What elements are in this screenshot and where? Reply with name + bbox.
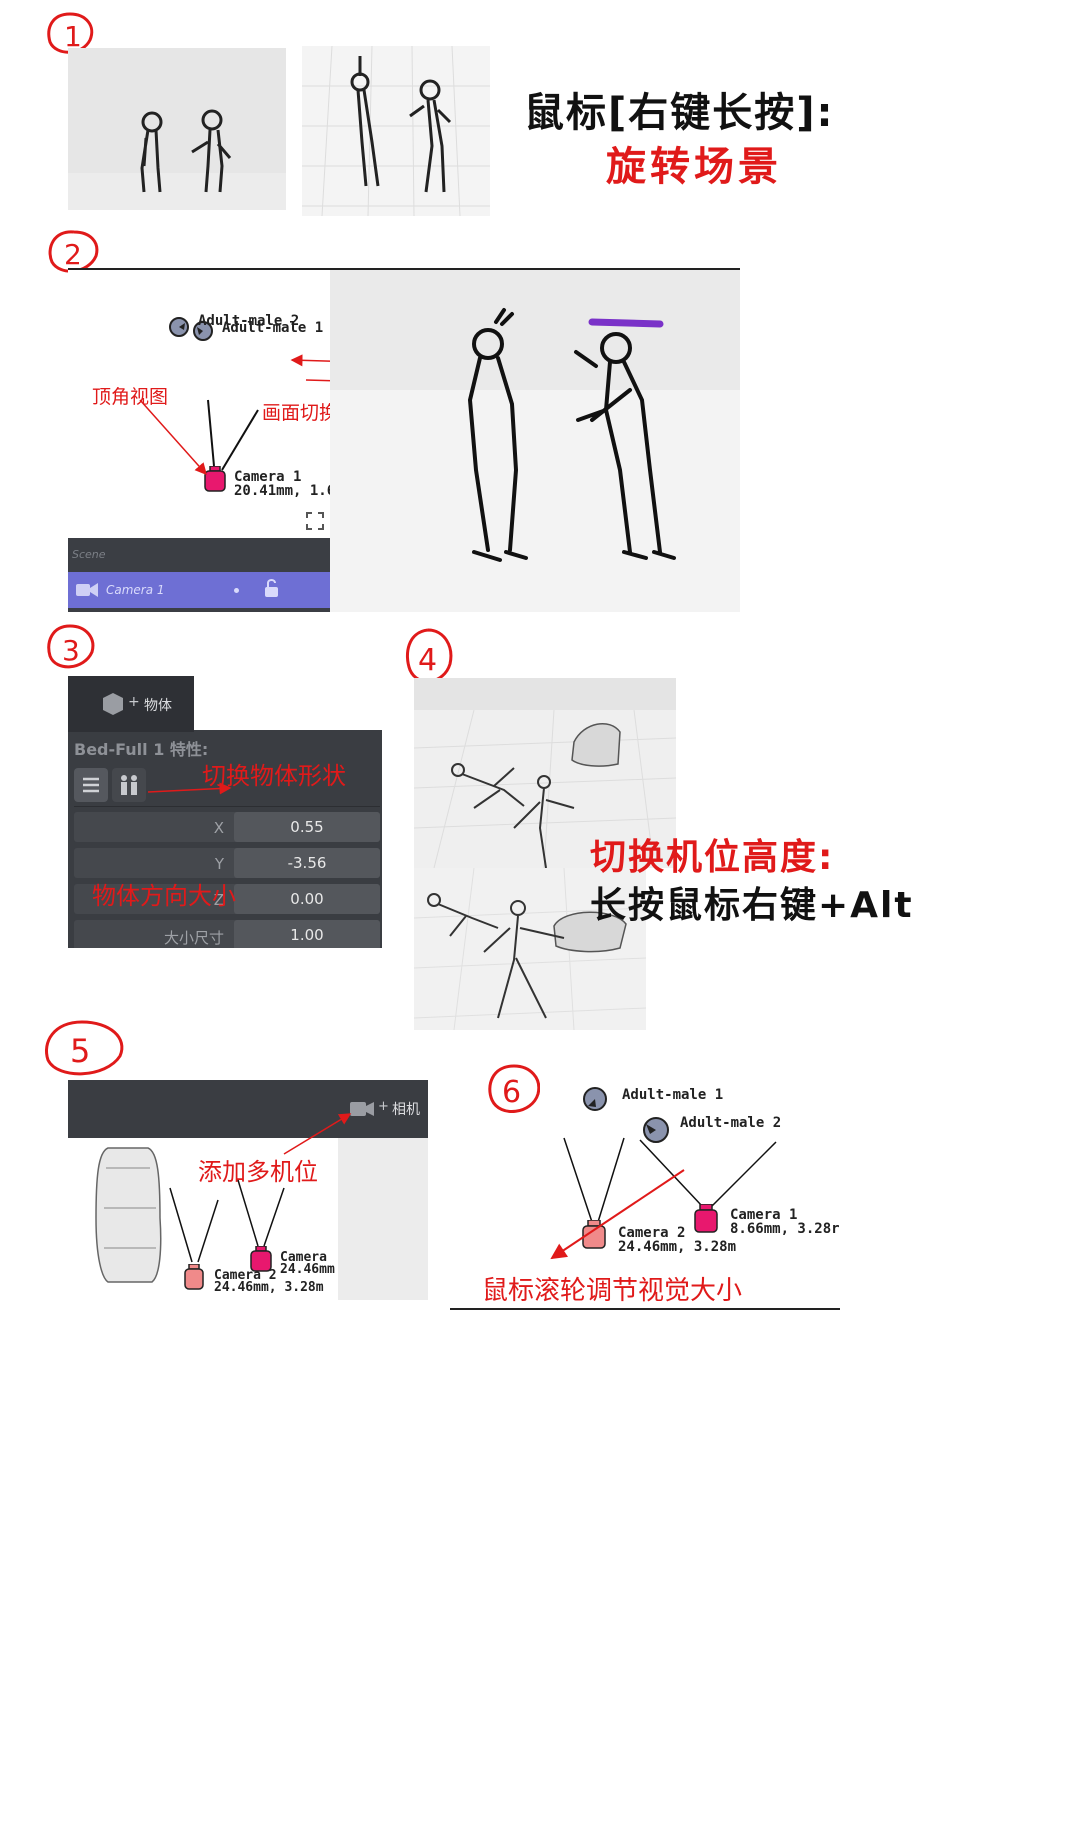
- visibility-dot-icon[interactable]: [234, 588, 239, 593]
- camera-height-view-1: [414, 678, 676, 868]
- camera-marker-icon[interactable]: [694, 1204, 718, 1234]
- scene-preview-2: [302, 46, 490, 216]
- object-label-adult-male-2: Adult-male 2: [198, 313, 300, 329]
- object-label-adult-male-2: Adult-male 2: [680, 1115, 782, 1131]
- field-y-label: Y: [214, 855, 224, 873]
- properties-title: Bed-Full 1 特性:: [74, 740, 209, 759]
- camera-a-name: Camera 2: [214, 1268, 277, 1283]
- section-1-subtitle: 旋转场景: [606, 144, 782, 190]
- people-icon: [121, 775, 137, 795]
- panel-tab-gap: [194, 676, 382, 730]
- fullscreen-icon[interactable]: [306, 512, 324, 530]
- multi-camera-view: Camera 24.46mm Camera 2 24.46mm, 3.28m: [68, 1138, 428, 1300]
- svg-text:5: 5: [70, 1032, 90, 1070]
- camera-marker-icon[interactable]: [204, 466, 226, 492]
- camera-marker-icon[interactable]: [184, 1264, 204, 1290]
- annotation-arrow-add: [283, 1113, 352, 1155]
- camera-b-name: Camera: [280, 1250, 327, 1265]
- svg-text:1: 1: [64, 20, 82, 53]
- add-camera-label: 相机: [392, 1102, 420, 1118]
- svg-text:4: 4: [418, 643, 437, 678]
- field-z-label: Z: [213, 891, 224, 909]
- annotation-direction-size: 物体方向大小: [92, 882, 236, 910]
- 3d-viewport[interactable]: [330, 270, 740, 612]
- field-size: 大小尺寸 1.00: [74, 920, 380, 948]
- camera-1-name: Camera 1: [234, 469, 302, 485]
- plus-icon: +: [378, 1099, 389, 1114]
- unlock-icon[interactable]: [264, 578, 280, 598]
- divider-bottom: [450, 1308, 840, 1310]
- object-tab-label: 物体: [144, 698, 172, 714]
- annotation-zoom: 鼠标滚轮调节视觉大小: [482, 1276, 743, 1306]
- list-icon: [83, 777, 99, 793]
- object-label-adult-male-1: Adult-male 1: [622, 1087, 724, 1103]
- person-marker-icon[interactable]: [582, 1086, 608, 1112]
- field-y-input[interactable]: -3.56: [234, 848, 380, 878]
- scene-preview-1: [68, 48, 286, 210]
- person-marker-icon[interactable]: [642, 1116, 670, 1144]
- toolbar-panel: + 相机: [68, 1080, 428, 1138]
- svg-text:6: 6: [502, 1075, 521, 1110]
- field-z: Z 0.00: [74, 884, 380, 914]
- divider-top: [68, 268, 740, 270]
- person-marker-icon[interactable]: [168, 316, 190, 338]
- field-x: X 0.55: [74, 812, 380, 842]
- scene-header: Scene: [72, 548, 106, 561]
- add-camera-button[interactable]: + 相机: [348, 1094, 426, 1124]
- section-number-6: 6: [488, 1064, 541, 1113]
- divider: [74, 806, 380, 807]
- section-number-3: 3: [47, 624, 95, 669]
- section-4-subtitle: 长按鼠标右键+Alt: [590, 885, 914, 926]
- list-view-button[interactable]: [74, 768, 108, 802]
- annotation-add-cameras: 添加多机位: [198, 1158, 318, 1186]
- video-camera-icon: [76, 583, 98, 597]
- section-1-title: 鼠标[右键长按]:: [524, 90, 835, 136]
- scene-list-panel: Scene Camera 1: [68, 538, 330, 612]
- field-z-input[interactable]: 0.00: [234, 884, 380, 914]
- cube-icon: [103, 693, 123, 715]
- object-label-adult-male-1: Adult-male 1: [222, 320, 324, 336]
- camera-1-spec: 20.41mm, 1.62r: [234, 483, 330, 499]
- video-camera-icon: [350, 1102, 374, 1116]
- field-x-label: X: [213, 819, 224, 837]
- scene-item-camera-1[interactable]: Camera 1: [68, 572, 330, 608]
- camera-2-name: Camera 2: [618, 1225, 686, 1241]
- camera-marker-icon[interactable]: [250, 1246, 272, 1272]
- annotation-top-view: 顶角视图: [92, 386, 169, 408]
- svg-text:2: 2: [64, 238, 82, 271]
- top-view-panel: Adult-male 2 Adult-male 1 Camera 1 20.41…: [68, 270, 330, 538]
- camera-2-spec: 24.46mm, 3.28m: [618, 1239, 737, 1255]
- object-tab[interactable]: + 物体: [68, 676, 194, 732]
- svg-text:3: 3: [62, 634, 80, 667]
- person-marker-icon[interactable]: [192, 320, 214, 342]
- annotation-arrow-zoom: [550, 1169, 685, 1260]
- zoom-view: Adult-male 1 Adult-male 2 Camera 1 8.66m…: [540, 1074, 840, 1274]
- scene-item-label: Camera 1: [106, 583, 165, 597]
- camera-b-spec: 24.46mm: [280, 1262, 335, 1277]
- camera-marker-icon[interactable]: [582, 1220, 606, 1250]
- field-size-input[interactable]: 1.00: [234, 920, 380, 948]
- camera-a-spec: 24.46mm, 3.28m: [214, 1280, 324, 1295]
- field-size-label: 大小尺寸: [163, 929, 224, 947]
- figure-shape-button[interactable]: [112, 768, 146, 802]
- field-y: Y -3.56: [74, 848, 380, 878]
- section-number-5: 5: [45, 1020, 124, 1076]
- field-x-input[interactable]: 0.55: [234, 812, 380, 842]
- grey-strip: [338, 1138, 428, 1300]
- camera-1-spec: 8.66mm, 3.28r: [730, 1221, 840, 1237]
- annotation-arrow-shape: [147, 782, 232, 795]
- section-4-title: 切换机位高度:: [590, 837, 835, 878]
- plus-icon: +: [128, 694, 140, 710]
- camera-1-name: Camera 1: [730, 1207, 798, 1223]
- camera-height-view-2: [414, 868, 646, 1030]
